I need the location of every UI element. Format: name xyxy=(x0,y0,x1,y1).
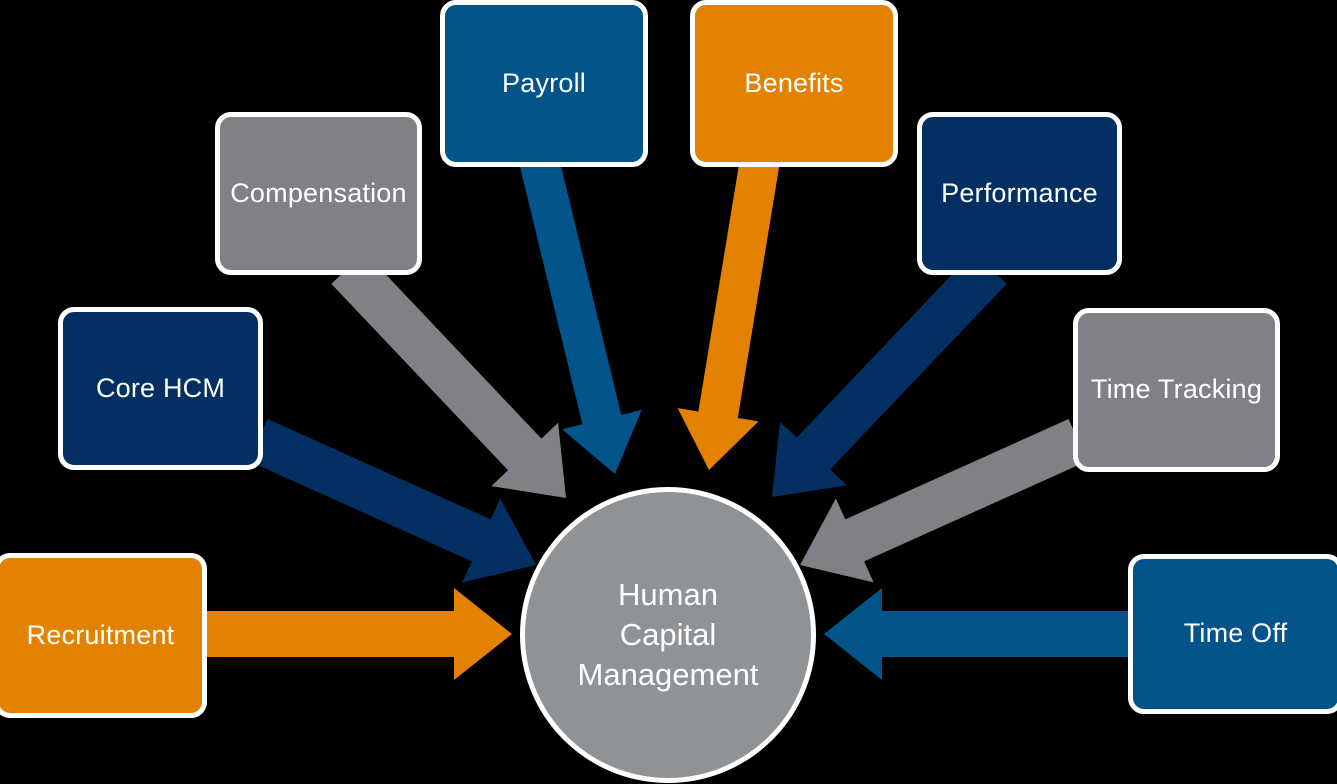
node-label: Compensation xyxy=(230,177,407,208)
hub-label-line-1: Human xyxy=(618,577,718,613)
arrow-recruitment xyxy=(202,588,512,680)
arrow-performance xyxy=(772,252,1007,497)
node-core-hcm[interactable]: Core HCM xyxy=(58,307,263,470)
node-label: Recruitment xyxy=(26,619,175,650)
node-label: Payroll xyxy=(502,67,586,98)
node-label: Time Off xyxy=(1183,618,1288,649)
arrow-benefits xyxy=(677,156,780,470)
arrow-compensation xyxy=(331,252,566,498)
node-recruitment[interactable]: Recruitment xyxy=(0,553,207,718)
node-time-tracking[interactable]: Time Tracking xyxy=(1073,308,1280,472)
node-label: Core HCM xyxy=(95,372,226,403)
node-label: Performance xyxy=(941,177,1098,208)
hub-label-block: Human Capital Management xyxy=(578,575,759,694)
node-benefits[interactable]: Benefits xyxy=(690,0,898,167)
hub-label-line-2: Capital xyxy=(619,617,717,653)
node-payroll[interactable]: Payroll xyxy=(440,0,648,167)
arrow-payroll xyxy=(519,155,642,475)
hub-human-capital-management[interactable]: Human Capital Management xyxy=(520,487,816,783)
node-time-off[interactable]: Time Off xyxy=(1128,554,1337,714)
arrow-time-tracking xyxy=(800,419,1088,583)
node-compensation[interactable]: Compensation xyxy=(215,112,422,275)
node-performance[interactable]: Performance xyxy=(917,112,1122,275)
arrow-time-off xyxy=(824,588,1132,680)
hub-label-line-3: Management xyxy=(577,656,759,692)
node-label: Benefits xyxy=(744,67,844,98)
node-label: Time Tracking xyxy=(1090,374,1263,405)
arrow-core-hcm xyxy=(248,419,536,583)
